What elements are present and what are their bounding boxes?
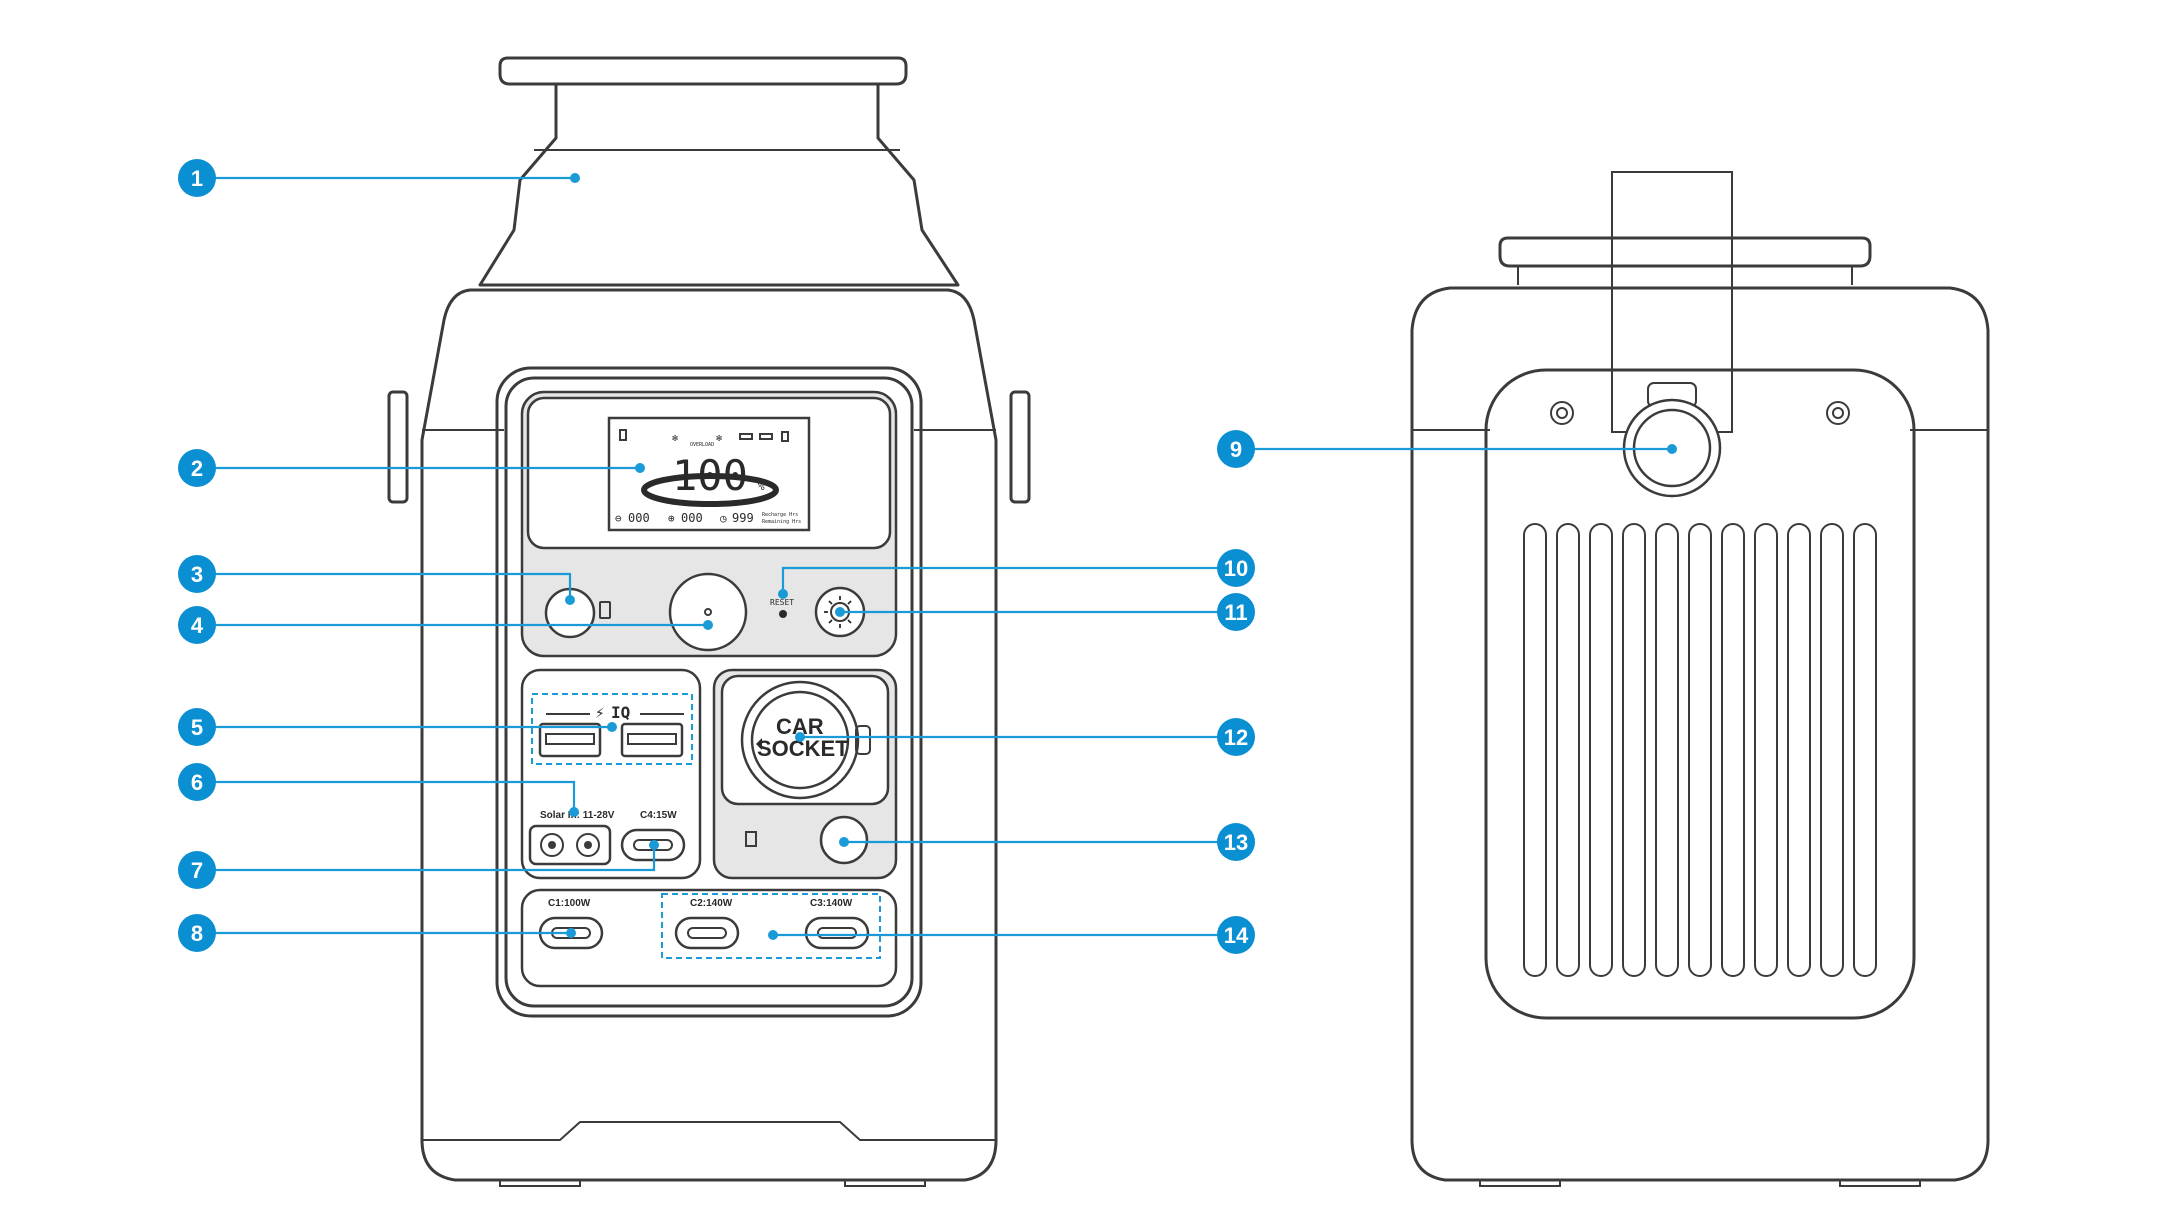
lcd-snow-icon: ✻ (672, 433, 678, 444)
svg-text:8: 8 (191, 921, 203, 946)
foot-right (844, 1179, 926, 1187)
lcd-input-value: 000 (681, 511, 703, 525)
power-button[interactable] (668, 572, 748, 652)
front-panel-outer (495, 366, 923, 1018)
back-panel (1484, 368, 1916, 1020)
handle-body (478, 82, 960, 287)
c4-label: C4:15W (640, 810, 677, 821)
lcd-input-icon: ⊕ (668, 512, 675, 525)
vent-slots (1523, 523, 1877, 977)
callout-6: 6 (178, 763, 216, 801)
reset-pinhole[interactable] (779, 610, 787, 618)
front-view: ✻ OVERLOAD ✻ 100 % ⊖ 000 ⊕ 000 ◷ 999 Rec… (387, 56, 1031, 1187)
left-clip (387, 390, 409, 504)
svg-text:7: 7 (191, 858, 203, 883)
callout-2: 2 (178, 449, 216, 487)
lcd-time-value: 999 (732, 511, 754, 525)
callout-13: 13 (1217, 823, 1255, 861)
usb-c-port-c2[interactable] (687, 927, 727, 939)
svg-text:10: 10 (1224, 556, 1248, 581)
svg-text:3: 3 (191, 562, 203, 587)
lcd-phone-icon (619, 429, 627, 441)
leader-lines (197, 173, 1677, 940)
lcd-remaining-label: Remaining Hrs (762, 519, 801, 525)
c2-c3-highlight (661, 893, 881, 959)
svg-text:1: 1 (191, 166, 203, 191)
usb-c-port-c3[interactable] (817, 927, 857, 939)
bottom-trim (422, 1121, 996, 1141)
front-body (420, 288, 998, 1182)
svg-text:6: 6 (191, 770, 203, 795)
front-panel-inner (504, 376, 914, 1008)
callout-5: 5 (178, 708, 216, 746)
lcd-output-value: 000 (628, 511, 650, 525)
callout-14: 14 (1217, 916, 1255, 954)
svg-text:14: 14 (1224, 923, 1249, 948)
bluetooth-phone-icon (599, 601, 611, 619)
svg-text:5: 5 (191, 715, 203, 740)
power-icon (704, 608, 712, 616)
callout-4: 4 (178, 606, 216, 644)
usb-a-port-1[interactable] (538, 722, 602, 758)
back-handle-cap (1498, 236, 1872, 268)
c3-port-housing (804, 916, 870, 950)
callout-3: 3 (178, 555, 216, 593)
iq-bolt-icon: ⚡ (595, 703, 605, 722)
lcd-percent: % (758, 480, 765, 493)
usb-a-port-2[interactable] (620, 722, 684, 758)
lcd-torch-icon (781, 431, 789, 442)
back-view (1410, 171, 1990, 1187)
callout-7: 7 (178, 851, 216, 889)
svg-text:12: 12 (1224, 725, 1248, 750)
screw-right (1826, 401, 1850, 425)
lcd-output-icon: ⊖ (615, 512, 622, 525)
callout-9: 9 (1217, 430, 1255, 468)
iq-ports-highlight (531, 693, 693, 765)
callout-12: 12 (1217, 718, 1255, 756)
c3-label: C3:140W (810, 898, 853, 909)
svg-text:2: 2 (191, 456, 203, 481)
svg-text:9: 9 (1230, 437, 1242, 462)
foot-left (499, 1179, 581, 1187)
handle-cap (498, 56, 908, 86)
callout-1: 1 (178, 159, 216, 197)
lcd-sun-icon: ✻ (716, 433, 722, 444)
callout-8: 8 (178, 914, 216, 952)
back-body (1410, 286, 1990, 1182)
iq-label: IQ (611, 703, 630, 722)
screw-left (1550, 401, 1574, 425)
c1-label: C1:100W (548, 898, 591, 909)
lcd-card-icon (759, 433, 773, 440)
svg-text:4: 4 (191, 613, 204, 638)
callout-11: 11 (1217, 593, 1255, 631)
c2-port-housing (674, 916, 740, 950)
xt60-port[interactable] (528, 824, 612, 866)
lcd-ring (641, 473, 779, 507)
flashlight-icon (745, 831, 757, 847)
reset-label: RESET (770, 598, 794, 607)
callout-badges: 1 2 3 4 5 6 7 8 9 10 11 12 13 14 (178, 159, 1255, 954)
svg-text:13: 13 (1224, 830, 1248, 855)
lcd-overload: OVERLOAD (690, 442, 714, 448)
callout-10: 10 (1217, 549, 1255, 587)
right-clip (1009, 390, 1031, 504)
lcd-recharge-label: Recharge Hrs (762, 512, 798, 518)
lcd-battery-icon (739, 433, 753, 440)
lcd-clock-icon: ◷ (720, 512, 727, 525)
svg-text:11: 11 (1224, 600, 1247, 625)
c2-label: C2:140W (690, 898, 733, 909)
strap (1611, 171, 1733, 433)
